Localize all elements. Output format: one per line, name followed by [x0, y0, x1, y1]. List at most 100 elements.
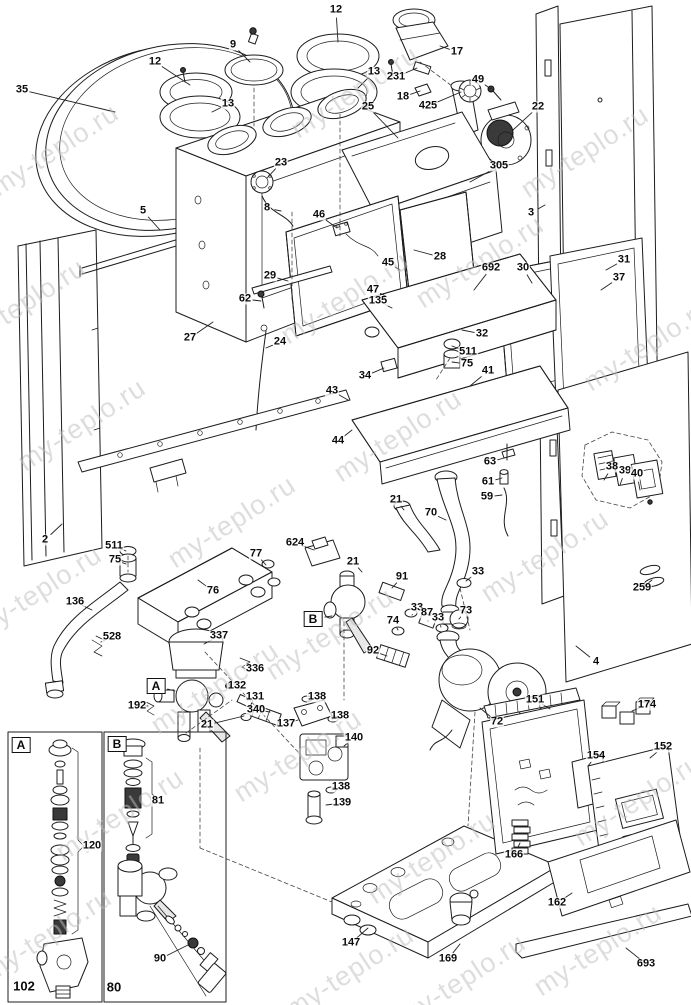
leader-line	[413, 249, 433, 256]
leader-line	[497, 457, 505, 461]
part-callout-154: 154	[585, 749, 607, 762]
part-callout-138: 138	[306, 690, 328, 703]
knurled-nut-425	[458, 79, 482, 103]
leader-line	[214, 715, 245, 724]
part-callout-18: 18	[395, 90, 411, 103]
bottom-trim-693	[515, 903, 691, 959]
part-callout-46: 46	[311, 208, 327, 221]
part-callout-33: 33	[430, 611, 446, 624]
injector-34	[380, 357, 398, 373]
fitting-169	[449, 889, 479, 926]
part-callout-13: 13	[220, 97, 236, 110]
part-callout-70: 70	[423, 506, 439, 519]
part-callout-162: 162	[546, 896, 568, 909]
leader-line	[357, 567, 363, 573]
flange-137	[293, 699, 333, 727]
leader-line	[238, 50, 251, 63]
leader-line	[197, 579, 207, 587]
part-callout-131: 131	[244, 690, 266, 703]
front-right-panel-4	[557, 351, 691, 683]
flange-group-left-12-13	[159, 67, 241, 139]
leader-line	[452, 943, 461, 954]
leader-line	[29, 91, 116, 113]
left-side-panel-2	[17, 229, 103, 567]
part-callout-75: 75	[459, 357, 475, 370]
part-callout-59: 59	[479, 490, 495, 503]
leader-line	[439, 45, 450, 50]
part-callout-75: 75	[107, 553, 123, 566]
part-callout-B: B	[303, 611, 323, 627]
part-callout-29: 29	[262, 269, 278, 282]
leader-line	[479, 707, 492, 718]
outlet-pipe-70	[434, 470, 472, 625]
leader-line	[336, 17, 339, 43]
part-callout-21: 21	[345, 555, 361, 568]
leader-line	[373, 112, 399, 139]
part-callout-33: 33	[470, 565, 486, 578]
leader-line	[484, 84, 492, 90]
part-callout-62: 62	[237, 292, 253, 305]
leader-line	[380, 653, 388, 657]
part-callout-528: 528	[101, 630, 123, 643]
part-callout-21: 21	[199, 718, 215, 731]
part-callout-12: 12	[147, 55, 163, 68]
fan-assembly-22	[412, 61, 532, 166]
part-callout-2: 2	[40, 533, 50, 546]
grommet-511	[443, 338, 461, 350]
leader-line	[512, 111, 533, 131]
part-callout-5: 5	[138, 204, 148, 217]
leader-line	[211, 107, 222, 113]
part-callout-17: 17	[449, 45, 465, 58]
part-callout-61: 61	[480, 475, 496, 488]
leader-line	[619, 478, 623, 486]
leader-line	[252, 299, 262, 302]
part-callout-80: 80	[105, 979, 123, 995]
leader-line	[517, 842, 521, 849]
part-callout-A: A	[146, 678, 166, 694]
leader-line	[600, 281, 613, 291]
part-callout-135: 135	[367, 294, 389, 307]
leader-line	[391, 582, 398, 589]
leader-line	[277, 277, 289, 282]
part-callout-32: 32	[474, 327, 490, 340]
leader-line	[343, 742, 349, 747]
leader-line	[458, 616, 462, 620]
leader-line	[605, 263, 618, 271]
leader-line	[473, 273, 487, 291]
part-callout-102: 102	[12, 978, 36, 994]
part-callout-336: 336	[244, 662, 266, 675]
part-callout-169: 169	[437, 952, 459, 965]
leader-line	[196, 321, 214, 334]
part-callout-37: 37	[611, 271, 627, 284]
oring-77	[261, 559, 275, 569]
leader-line	[587, 761, 592, 767]
part-callout-340: 340	[245, 703, 267, 716]
burner-41	[351, 357, 571, 485]
cartridge-92	[376, 644, 410, 668]
leader-line	[465, 576, 473, 582]
part-callout-28: 28	[432, 250, 448, 263]
part-callout-44: 44	[330, 434, 346, 447]
leader-line	[338, 394, 349, 401]
tube-139	[307, 793, 321, 819]
part-callout-120: 120	[81, 839, 103, 852]
part-callout-27: 27	[182, 331, 198, 344]
pipe-136	[44, 581, 129, 699]
part-callout-4: 4	[591, 655, 601, 668]
part-callout-425: 425	[417, 99, 439, 112]
part-callout-511: 511	[458, 345, 478, 358]
part-callout-151: 151	[524, 693, 546, 706]
leader-line	[575, 645, 591, 658]
leader-line	[396, 627, 399, 631]
oring-74	[391, 626, 405, 636]
part-callout-138: 138	[329, 709, 351, 722]
part-callout-74: 74	[385, 614, 401, 627]
bypass-624	[304, 536, 341, 567]
mounting-frame-147	[331, 825, 559, 959]
leader-line	[371, 367, 385, 374]
thermostat-46	[332, 221, 379, 257]
leader-line	[495, 477, 503, 481]
part-callout-31: 31	[616, 253, 632, 266]
leader-line	[50, 523, 63, 535]
